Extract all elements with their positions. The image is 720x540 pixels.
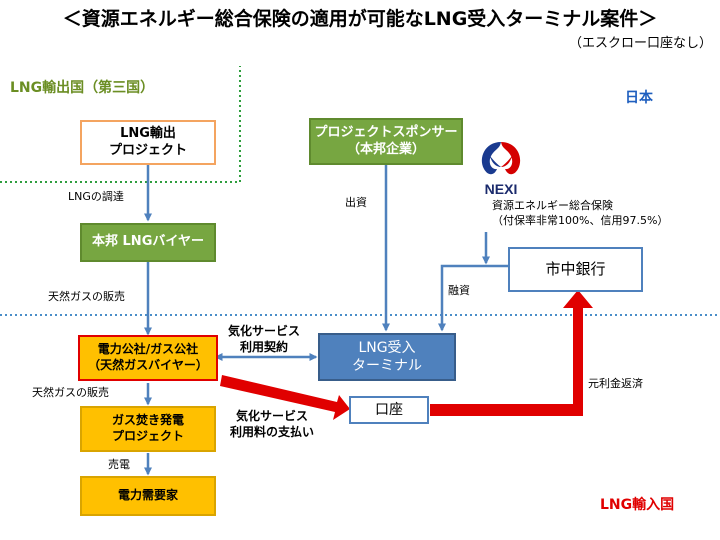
project-sponsor-line-1: プロジェクトスポンサー xyxy=(314,124,458,140)
lng-export-project-box: LNG輸出 プロジェクト xyxy=(80,120,216,165)
label-electricity-sales: 売電 xyxy=(108,458,130,471)
exporter-region-label: LNG輸出国（第三国） xyxy=(10,80,155,96)
label-nexi-insurance-line-2: （付保率非常100%、信用97.5%） xyxy=(492,214,669,228)
commercial-bank-box: 市中銀行 xyxy=(508,247,643,292)
arrow-service-fee-payment xyxy=(220,375,350,420)
page-title: ＜資源エネルギー総合保険の適用が可能なLNG受入ターミナル案件＞ xyxy=(62,8,658,30)
commercial-bank-label: 市中銀行 xyxy=(545,259,606,278)
label-investment: 出資 xyxy=(345,196,367,209)
label-nexi-insurance-line-1: 資源エネルギー総合保険 xyxy=(492,199,613,212)
lng-terminal-line-1: LNG受入 xyxy=(358,339,416,356)
utility-company-line-2: （天然ガスバイヤー） xyxy=(88,358,208,372)
label-gas-sales-2: 天然ガスの販売 xyxy=(32,386,109,399)
label-service-contract: 気化サービス 利用契約 xyxy=(228,323,300,355)
account-label: 口座 xyxy=(375,401,403,418)
label-service-fee-line-1: 気化サービス xyxy=(236,409,309,423)
lng-export-project-line-2: プロジェクト xyxy=(108,142,187,158)
label-nexi-insurance: 資源エネルギー総合保険 （付保率非常100%、信用97.5%） xyxy=(492,198,668,229)
electricity-consumer-label: 電力需要家 xyxy=(117,488,178,503)
page-subtitle: （エスクロー口座なし） xyxy=(568,36,712,51)
label-service-contract-line-1: 気化サービス xyxy=(228,324,301,338)
importer-region-label: LNG輸入国 xyxy=(600,497,675,513)
account-box: 口座 xyxy=(349,396,429,424)
project-sponsor-line-2: （本邦企業） xyxy=(346,141,425,157)
label-service-fee: 気化サービス 利用料の支払い xyxy=(230,408,314,440)
label-gas-sales-1: 天然ガスの販売 xyxy=(48,290,125,303)
arrow-financing xyxy=(438,264,508,332)
nexi-emblem xyxy=(481,142,521,175)
utility-company-line-1: 電力公社/ガス公社 xyxy=(97,342,199,357)
nexi-logo-text: NEXI xyxy=(485,181,518,197)
exporter-region-border xyxy=(0,66,241,183)
gas-power-project-box: ガス焚き発電 プロジェクト xyxy=(80,406,216,452)
label-service-fee-line-2: 利用料の支払い xyxy=(230,425,315,440)
japanese-lng-buyer-label: 本邦 LNGバイヤー xyxy=(92,234,204,250)
label-lng-procurement: LNGの調達 xyxy=(68,190,124,203)
japan-region-label: 日本 xyxy=(625,90,653,106)
arrow-repayment xyxy=(430,290,593,416)
japanese-lng-buyer-box: 本邦 LNGバイヤー xyxy=(80,223,216,262)
lng-terminal-line-2: ターミナル xyxy=(352,358,422,374)
label-financing: 融資 xyxy=(448,284,470,297)
lng-export-project-line-1: LNG輸出 xyxy=(120,125,176,141)
electricity-consumer-box: 電力需要家 xyxy=(80,476,216,516)
nexi-logo: NEXI xyxy=(481,142,521,197)
gas-power-project-line-2: プロジェクト xyxy=(111,429,184,443)
label-repayment: 元利金返済 xyxy=(588,377,643,390)
utility-company-box: 電力公社/ガス公社 （天然ガスバイヤー） xyxy=(78,335,218,381)
label-service-contract-line-2: 利用契約 xyxy=(240,340,289,355)
lng-terminal-box: LNG受入 ターミナル xyxy=(318,333,456,381)
project-sponsor-box: プロジェクトスポンサー （本邦企業） xyxy=(309,118,463,165)
gas-power-project-line-1: ガス焚き発電 xyxy=(111,413,184,428)
